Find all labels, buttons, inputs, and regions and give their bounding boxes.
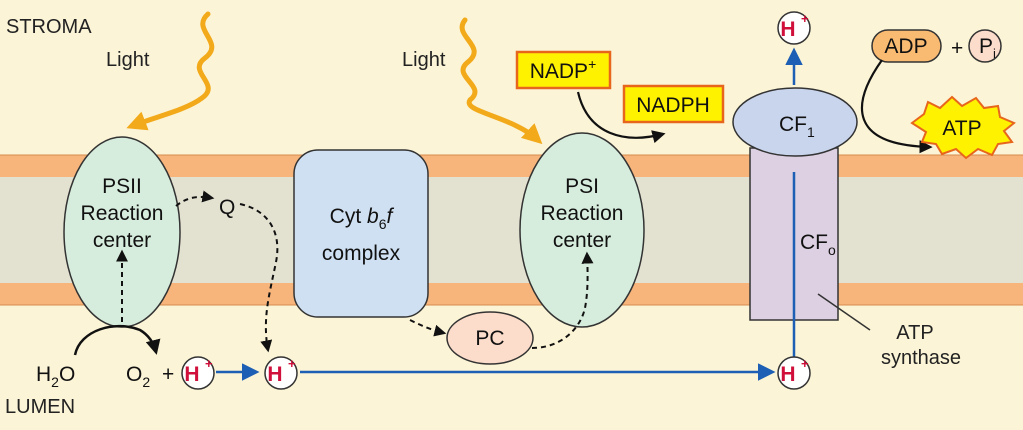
electron-path-psii-q [175,190,215,207]
light-wave-psii [126,11,215,131]
psii-label-line3: center [93,229,151,252]
svg-text:+: + [801,356,809,371]
lumen-label: LUMEN [5,396,75,418]
atp-label: ATP [942,117,981,140]
nadp-box [515,50,612,90]
svg-text:H: H [780,18,795,41]
light-label-psi: Light [402,49,446,71]
light-label-psii: Light [106,49,150,71]
cf1-label: CF1 [779,113,815,140]
psi-label-line3: center [553,229,611,252]
svg-text:H: H [780,363,795,386]
water-label: H2O [36,363,75,390]
psi-label-line2: Reaction [541,202,624,225]
pi-label: Pi [979,35,996,61]
nadp-reduction-arrow [576,91,666,144]
adp-label: ADP [884,35,927,58]
psi-reaction-center [519,132,645,328]
synthase-pointer-line [817,293,871,331]
svg-text:+: + [205,356,213,371]
synthase-label-line2: synthase [881,347,961,369]
nadph-box [622,84,725,124]
proton-lumen-3: H + [777,356,811,390]
cyt-b6f-complex [293,149,429,318]
electron-path-cyt-pc [409,319,447,337]
svg-text:+: + [801,11,809,26]
electron-path-q-lumen [239,203,279,353]
psii-label-line1: PSII [102,175,142,198]
svg-text:H: H [184,363,199,386]
oxygen-plus: + [162,363,174,386]
light-wave-psi [459,17,543,145]
adp-plus: + [951,37,963,60]
stroma-label: STROMA [6,16,92,38]
plastocyanin-pc [446,311,534,365]
proton-lumen-1: H + [181,356,215,390]
water-splitting-arrow [73,325,161,356]
proton-stroma: H + [777,11,811,45]
cyt-label-line2: complex [322,242,401,265]
nadp-label: NADP+ [530,56,597,83]
atp-starburst [910,95,1016,160]
pc-label: PC [475,327,504,350]
adp-pill [871,29,942,63]
synthase-label-line1: ATP [896,322,933,344]
pi-circle [968,29,1002,63]
psii-label-line2: Reaction [81,202,164,225]
cf1-subunit [732,87,858,157]
cyt-label-line1: Cyt b6f [330,205,395,232]
atp-synthesis-arrow [861,59,933,154]
plastoquinone-q-label: Q [219,196,235,219]
nadph-label: NADPH [636,94,710,117]
svg-text:H: H [267,363,282,386]
proton-lumen-2: H + [264,356,298,390]
oxygen-label: O2 [126,363,150,390]
psi-label-line1: PSI [565,175,599,198]
svg-text:+: + [288,356,296,371]
electron-path-pc-psi [531,251,594,349]
cfo-label: CFo [800,231,836,258]
